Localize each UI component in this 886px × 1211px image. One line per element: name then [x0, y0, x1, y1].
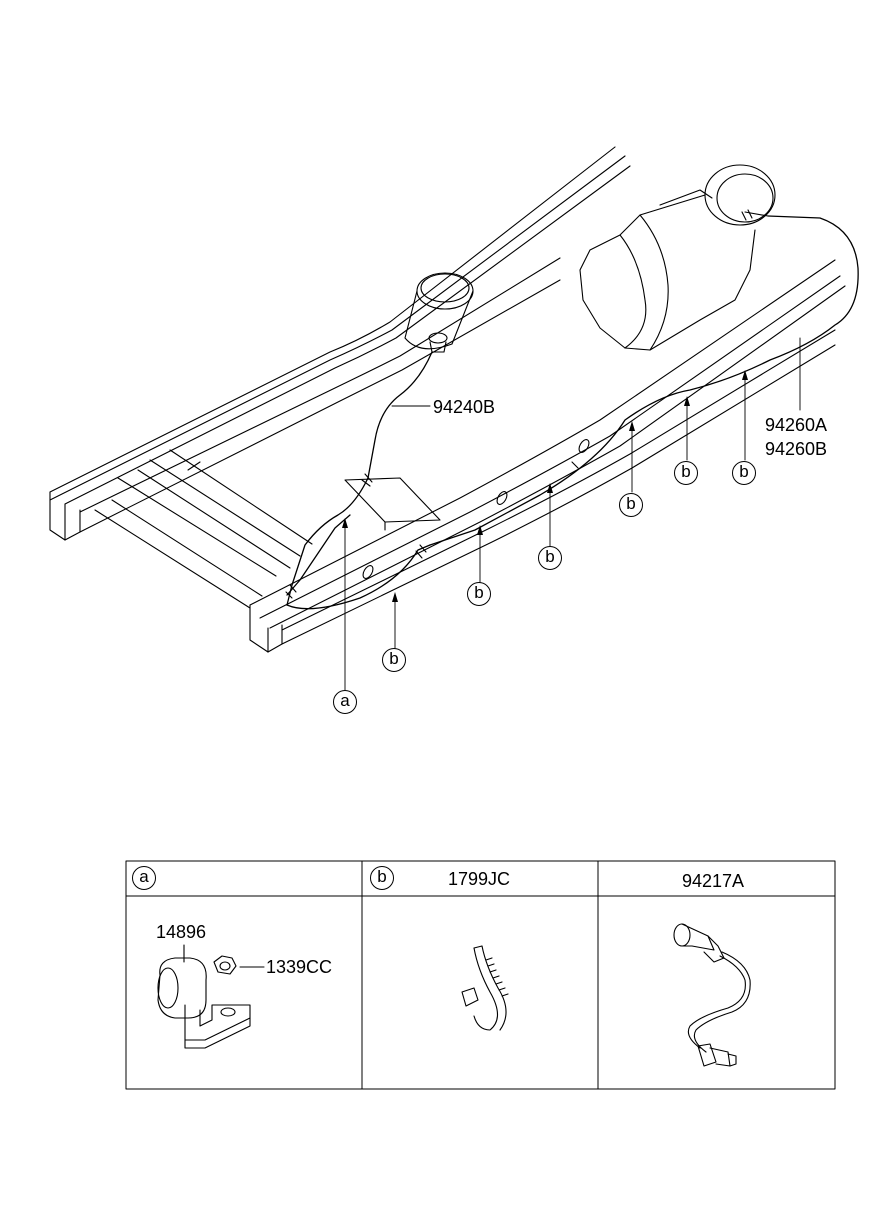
- wiring-harness: [286, 215, 859, 610]
- harness-clips: [285, 209, 753, 599]
- sensor-drawing: [673, 923, 751, 1067]
- cross-members: [94, 449, 441, 609]
- callout-a: a: [333, 690, 357, 714]
- leader-lines: [344, 337, 801, 691]
- part-label-94260B: 94260B: [765, 439, 828, 459]
- callout-b: b: [674, 461, 698, 485]
- callout-b: b: [538, 546, 562, 570]
- legend-table-grid: [125, 860, 836, 1090]
- callout-b: b: [619, 493, 643, 517]
- left-frame-rail: [49, 146, 631, 541]
- filter-canister: [404, 272, 474, 353]
- table-header-ref-a: a: [132, 866, 156, 890]
- part-label-94240B: 94240B: [433, 397, 496, 417]
- callout-b: b: [732, 461, 756, 485]
- part-label-14896: 14896: [156, 922, 207, 942]
- right-frame-rail: [249, 259, 846, 653]
- nut-drawing: [213, 955, 265, 975]
- callout-b: b: [382, 648, 406, 672]
- table-header-part-1799JC: 1799JC: [448, 869, 511, 889]
- part-label-1339CC: 1339CC: [266, 957, 333, 977]
- clamp-bracket-drawing: [157, 944, 251, 1049]
- transmission-assembly: [579, 164, 776, 351]
- part-label-94260A: 94260A: [765, 415, 828, 435]
- cable-tie-drawing: [461, 945, 509, 1031]
- leader-arrowheads: [342, 370, 748, 602]
- callout-b: b: [467, 582, 491, 606]
- table-header-ref-b: b: [370, 866, 394, 890]
- table-header-part-94217A: 94217A: [682, 871, 745, 891]
